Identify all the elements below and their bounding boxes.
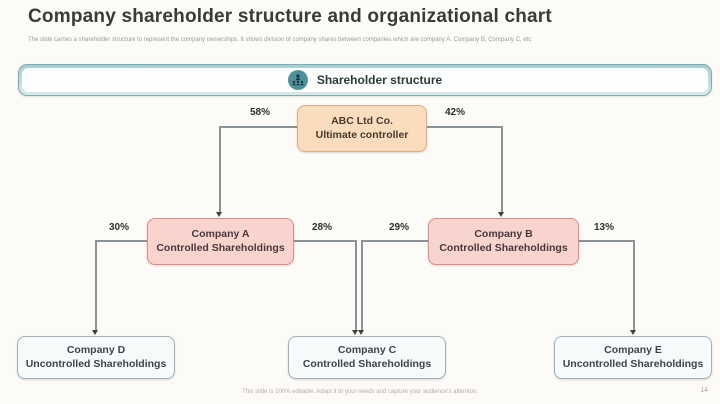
- node-role: Controlled Shareholdings: [156, 241, 285, 254]
- share-label-a-d: 30%: [108, 222, 129, 233]
- node-name: Company A: [191, 227, 250, 240]
- node-role: Uncontrolled Shareholdings: [25, 357, 167, 370]
- node-name: ABC Ltd Co.: [331, 114, 393, 127]
- arrowhead-to-company-d: [92, 330, 98, 335]
- share-label-b-e: 13%: [593, 222, 614, 233]
- node-role: Controlled Shareholdings: [439, 241, 568, 254]
- org-node-company-c: Company C Controlled Shareholdings: [288, 336, 446, 379]
- connector-abc-to-b-vertical: [501, 126, 503, 213]
- node-name: Company D: [66, 343, 126, 356]
- people-group-icon: [287, 70, 308, 90]
- page-title: Company shareholder structure and organi…: [28, 6, 552, 27]
- page-subtitle: The slide carries a shareholder structur…: [28, 37, 532, 43]
- node-role: Ultimate controller: [315, 128, 409, 141]
- connector-a-to-d-horizontal: [95, 240, 148, 242]
- connector-abc-to-a-horizontal: [219, 126, 297, 128]
- connector-b-to-c-vertical: [361, 240, 363, 331]
- connector-abc-to-b-horizontal: [425, 126, 502, 128]
- arrowhead-a-to-company-c: [352, 330, 358, 335]
- arrowhead-to-company-e: [630, 330, 636, 335]
- connector-b-to-c-horizontal: [361, 240, 428, 242]
- share-label-a-c: 28%: [311, 222, 332, 233]
- connector-abc-to-a-vertical: [219, 126, 221, 213]
- node-name: Company B: [474, 227, 533, 240]
- org-node-company-a: Company A Controlled Shareholdings: [147, 218, 294, 265]
- org-node-company-b: Company B Controlled Shareholdings: [428, 218, 579, 265]
- org-node-company-e: Company E Uncontrolled Shareholdings: [554, 336, 712, 379]
- org-node-company-d: Company D Uncontrolled Shareholdings: [17, 336, 175, 379]
- arrowhead-to-company-b: [498, 212, 504, 217]
- connector-a-to-c-vertical: [355, 240, 357, 331]
- section-banner-label: Shareholder structure: [316, 73, 443, 87]
- org-node-abc-ltd-co: ABC Ltd Co. Ultimate controller: [297, 105, 427, 152]
- connector-a-to-c-horizontal: [292, 240, 356, 242]
- share-label-b-c: 29%: [388, 222, 409, 233]
- node-role: Controlled Shareholdings: [302, 357, 432, 370]
- section-banner: Shareholder structure: [18, 64, 712, 96]
- section-banner-inner: Shareholder structure: [22, 68, 708, 92]
- node-role: Uncontrolled Shareholdings: [562, 357, 704, 370]
- connector-b-to-e-horizontal: [577, 240, 634, 242]
- connector-a-to-d-vertical: [95, 240, 97, 331]
- node-name: Company E: [604, 343, 662, 356]
- share-label-abc-a: 58%: [249, 107, 270, 118]
- connector-b-to-e-vertical: [633, 240, 635, 331]
- node-name: Company C: [337, 343, 397, 356]
- arrowhead-b-to-company-c: [358, 330, 364, 335]
- share-label-abc-b: 42%: [444, 107, 465, 118]
- footer-note: This slide is 100% editable. Adapt it to…: [242, 389, 478, 395]
- page-number: 14: [700, 387, 708, 394]
- arrowhead-to-company-a: [216, 212, 222, 217]
